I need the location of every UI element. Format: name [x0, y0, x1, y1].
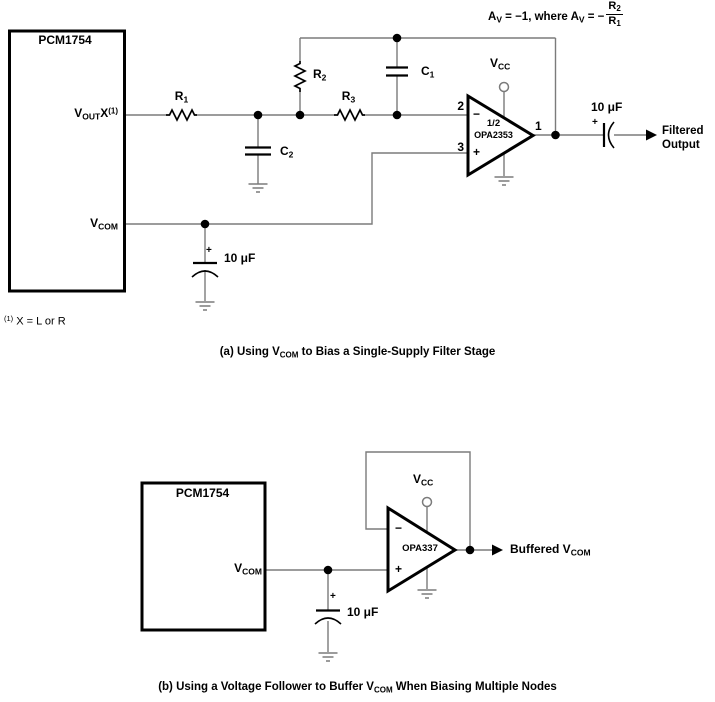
opamp-part-number-b: OPA337 [402, 543, 438, 554]
cap-polarity-plus: + [330, 591, 336, 602]
text-part: = −1, where A [501, 11, 579, 23]
opamp-noninverting-input: + [473, 145, 481, 159]
output-arrow [492, 544, 503, 556]
junction-dots [323, 545, 475, 575]
fraction-numerator: R2 [606, 0, 623, 16]
opamp-inverting-input: − [395, 521, 403, 535]
caption-b: (b) Using a Voltage Follower to Buffer V… [158, 681, 557, 695]
text-part: A [488, 11, 497, 23]
resistor-label-r3: R3 [341, 89, 356, 105]
circuit-a-components [8, 29, 657, 293]
caption-a: (a) Using VCOM to Bias a Single-Supply F… [219, 346, 496, 360]
opamp-triangle [466, 93, 536, 178]
opamp-pin-1: 1 [535, 119, 542, 133]
circuit-b-components [140, 481, 503, 632]
resistor-label-r1: R1 [174, 89, 189, 105]
chip-label-b: PCM1754 [175, 486, 230, 500]
output-label-buffered: Buffered VCOM [510, 542, 591, 558]
circuit-b-wires [265, 451, 493, 652]
ground-symbol-c2 [248, 183, 268, 193]
pcm1754-box [8, 29, 126, 293]
pin-label-vcom-a: VCOM [90, 216, 118, 232]
cap-value-bypass-b: 10 μF [347, 605, 379, 619]
opamp-half-label: 1/2 [486, 118, 501, 129]
resistor-r2 [293, 61, 307, 92]
opamp-noninverting-input: + [395, 562, 403, 576]
vcc-terminal [421, 496, 433, 508]
resistor-r3 [334, 108, 365, 122]
output-arrow [646, 129, 657, 141]
text-part: V [578, 14, 585, 25]
text-part: V [496, 14, 502, 25]
circuit-a-wires [125, 37, 647, 301]
chip-label-a: PCM1754 [38, 33, 92, 47]
opamp-pin-2: 2 [457, 99, 464, 113]
cap-polarity-plus: + [206, 245, 212, 256]
opamp-triangle [386, 505, 458, 594]
cap-value-output: 10 μF [591, 100, 623, 114]
opamp-inverting-input: − [473, 107, 481, 121]
capacitor-c2 [245, 146, 271, 156]
circuit-b-grounds [318, 496, 437, 662]
polarized-capacitor-bypass [191, 261, 219, 278]
vcom-wire [125, 152, 468, 225]
fraction-denominator: R1 [608, 15, 621, 29]
polarized-capacitor-bypass [314, 609, 342, 625]
feedback-wire [365, 451, 471, 550]
capacitor-label-c1: C1 [421, 64, 435, 80]
output-label-filtered: Filtered Output [662, 125, 704, 151]
footnote: (1) X = L or R [4, 314, 66, 328]
circuit-a-grounds [195, 81, 514, 311]
vcc-label-a: VCC [490, 56, 511, 72]
opamp-part-number-a: OPA2353 [474, 130, 513, 140]
resistor-r1 [166, 108, 197, 122]
vcc-terminal [498, 81, 510, 93]
cap-polarity-plus: + [592, 117, 598, 128]
pin-label-vcom-b: VCOM [234, 561, 262, 577]
text-part: = − [584, 11, 605, 23]
ground-symbol-opamp [417, 589, 437, 599]
vcc-label-b: VCC [413, 472, 434, 488]
capacitor-label-c2: C2 [280, 144, 294, 160]
pin-label-vout: VOUTX(1) [74, 106, 118, 122]
ground-symbol-bypass [195, 301, 215, 311]
capacitor-c1 [386, 66, 408, 77]
junction-dots [200, 33, 560, 229]
opamp-pin-3: 3 [457, 140, 464, 154]
ground-symbol-bypass [318, 652, 338, 662]
pcm1754-box [140, 481, 267, 632]
polarized-capacitor-output [602, 121, 615, 149]
ground-symbol-opamp [494, 176, 514, 186]
cap-value-bypass-a: 10 μF [224, 251, 256, 265]
resistor-label-r2: R2 [313, 67, 327, 83]
